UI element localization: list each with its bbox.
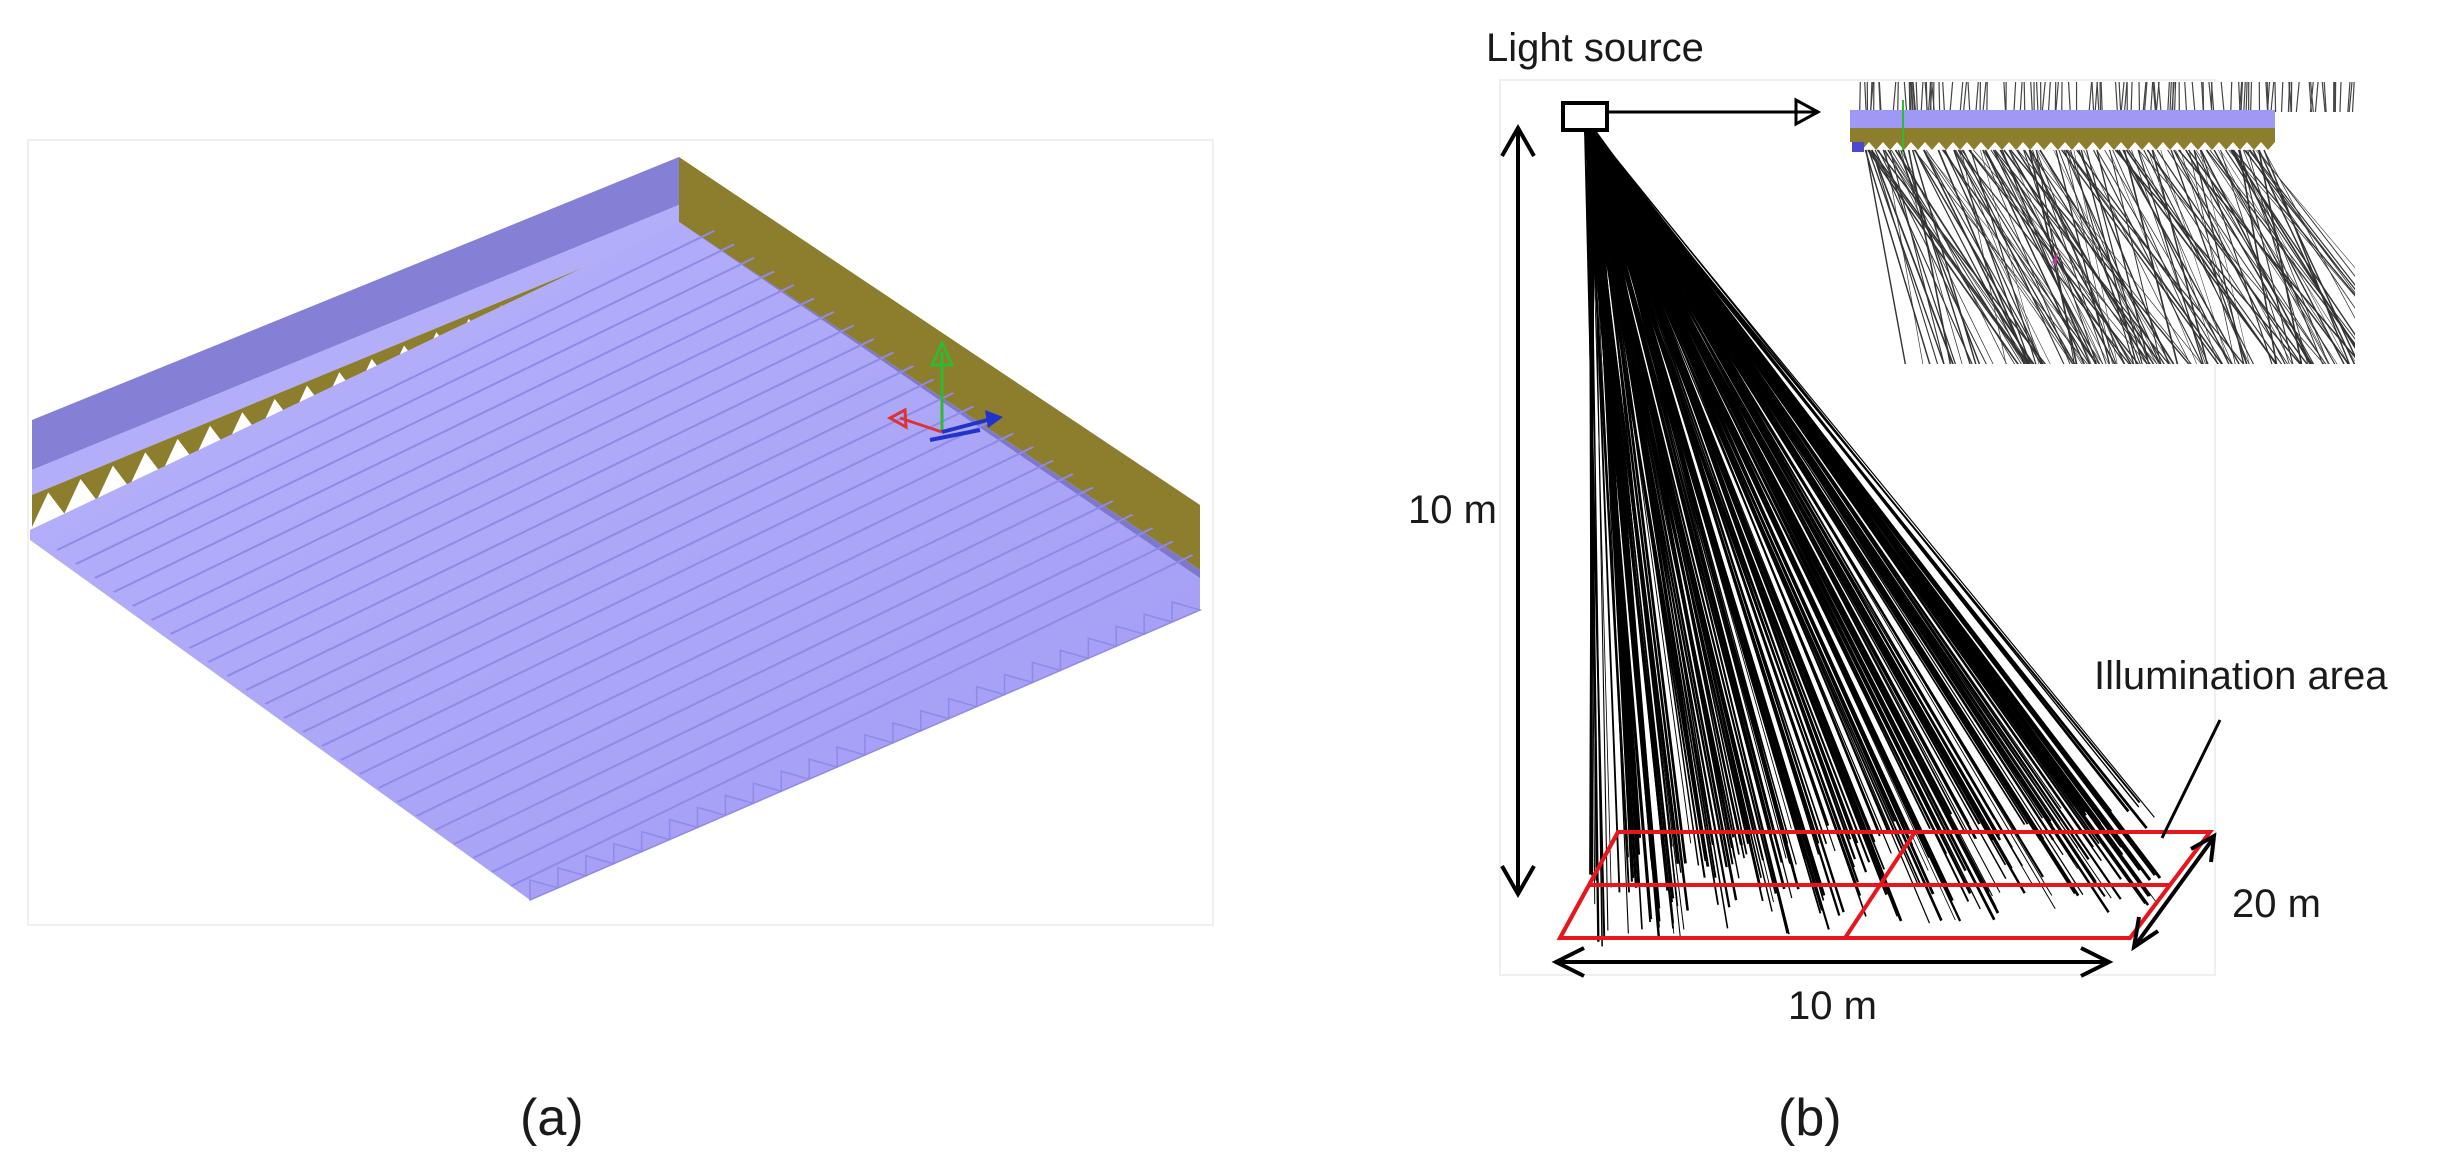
- panel-b-diagram: [1499, 79, 2355, 978]
- illumination-area-outline: [1556, 830, 2215, 940]
- width-label: 10 m: [1788, 984, 1877, 1028]
- zoom-arrow-head: [1794, 97, 1822, 127]
- zoom-inset: [1850, 82, 2355, 364]
- height-label: 10 m: [1408, 488, 1497, 532]
- back-frame-wall: [32, 157, 679, 470]
- panel-top-face: [30, 222, 1200, 900]
- illumination-area-label: Illumination area: [2094, 654, 2388, 698]
- light-rays: [1583, 129, 2162, 947]
- caption-a: (a): [520, 1089, 584, 1147]
- illumination-pointer: [2160, 719, 2222, 839]
- width-dimension-arrow: [1551, 946, 2114, 978]
- light-source-box: [1561, 101, 1609, 132]
- caption-b: (b): [1778, 1089, 1842, 1147]
- depth-dimension-arrow: [2131, 832, 2217, 952]
- axis-triad-icon: [886, 339, 1003, 442]
- panel-a-diagram: [27, 139, 1214, 926]
- depth-label: 20 m: [2232, 882, 2321, 926]
- light-source-label: Light source: [1486, 26, 1704, 70]
- height-dimension-arrow: [1500, 123, 1536, 899]
